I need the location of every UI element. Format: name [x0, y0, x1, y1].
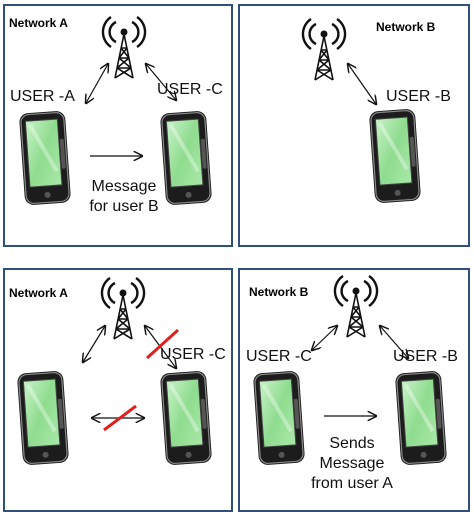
phone-icon	[14, 368, 72, 468]
link-arrow	[146, 64, 176, 100]
phone-icon	[250, 368, 308, 468]
phone-icon	[16, 108, 74, 208]
user-label: USER -B	[393, 348, 458, 365]
network-title: Network A	[9, 286, 68, 300]
message-line: Sends	[329, 435, 375, 452]
cross-mark	[145, 328, 180, 360]
tower-icon	[101, 15, 147, 80]
network-title: Network B	[376, 20, 436, 34]
user-label: USER -C	[246, 348, 312, 365]
user-label: USER -C	[160, 346, 226, 363]
phone-icon	[157, 368, 215, 468]
message-caption: Sends Message from user A	[300, 434, 404, 494]
link-arrow	[83, 326, 105, 362]
message-line: for user B	[89, 198, 159, 215]
cross-mark	[103, 404, 137, 432]
message-line: from user A	[311, 475, 393, 492]
panel-top-right	[238, 4, 470, 247]
tower-icon	[333, 274, 379, 339]
user-label: USER -C	[157, 81, 223, 98]
user-label: USER -A	[10, 88, 75, 105]
link-arrow	[380, 326, 408, 358]
message-line: Message	[319, 455, 385, 472]
link-arrow	[86, 64, 108, 103]
message-line: Message	[91, 178, 157, 195]
message-caption: Message for user B	[72, 177, 176, 217]
tower-icon	[100, 276, 146, 341]
network-title: Network A	[9, 16, 68, 30]
phone-icon	[366, 106, 424, 206]
user-label: USER -B	[386, 88, 451, 105]
network-title: Network B	[249, 285, 309, 299]
link-arrow	[348, 64, 376, 104]
tower-icon	[301, 17, 347, 82]
link-arrow	[312, 326, 337, 350]
